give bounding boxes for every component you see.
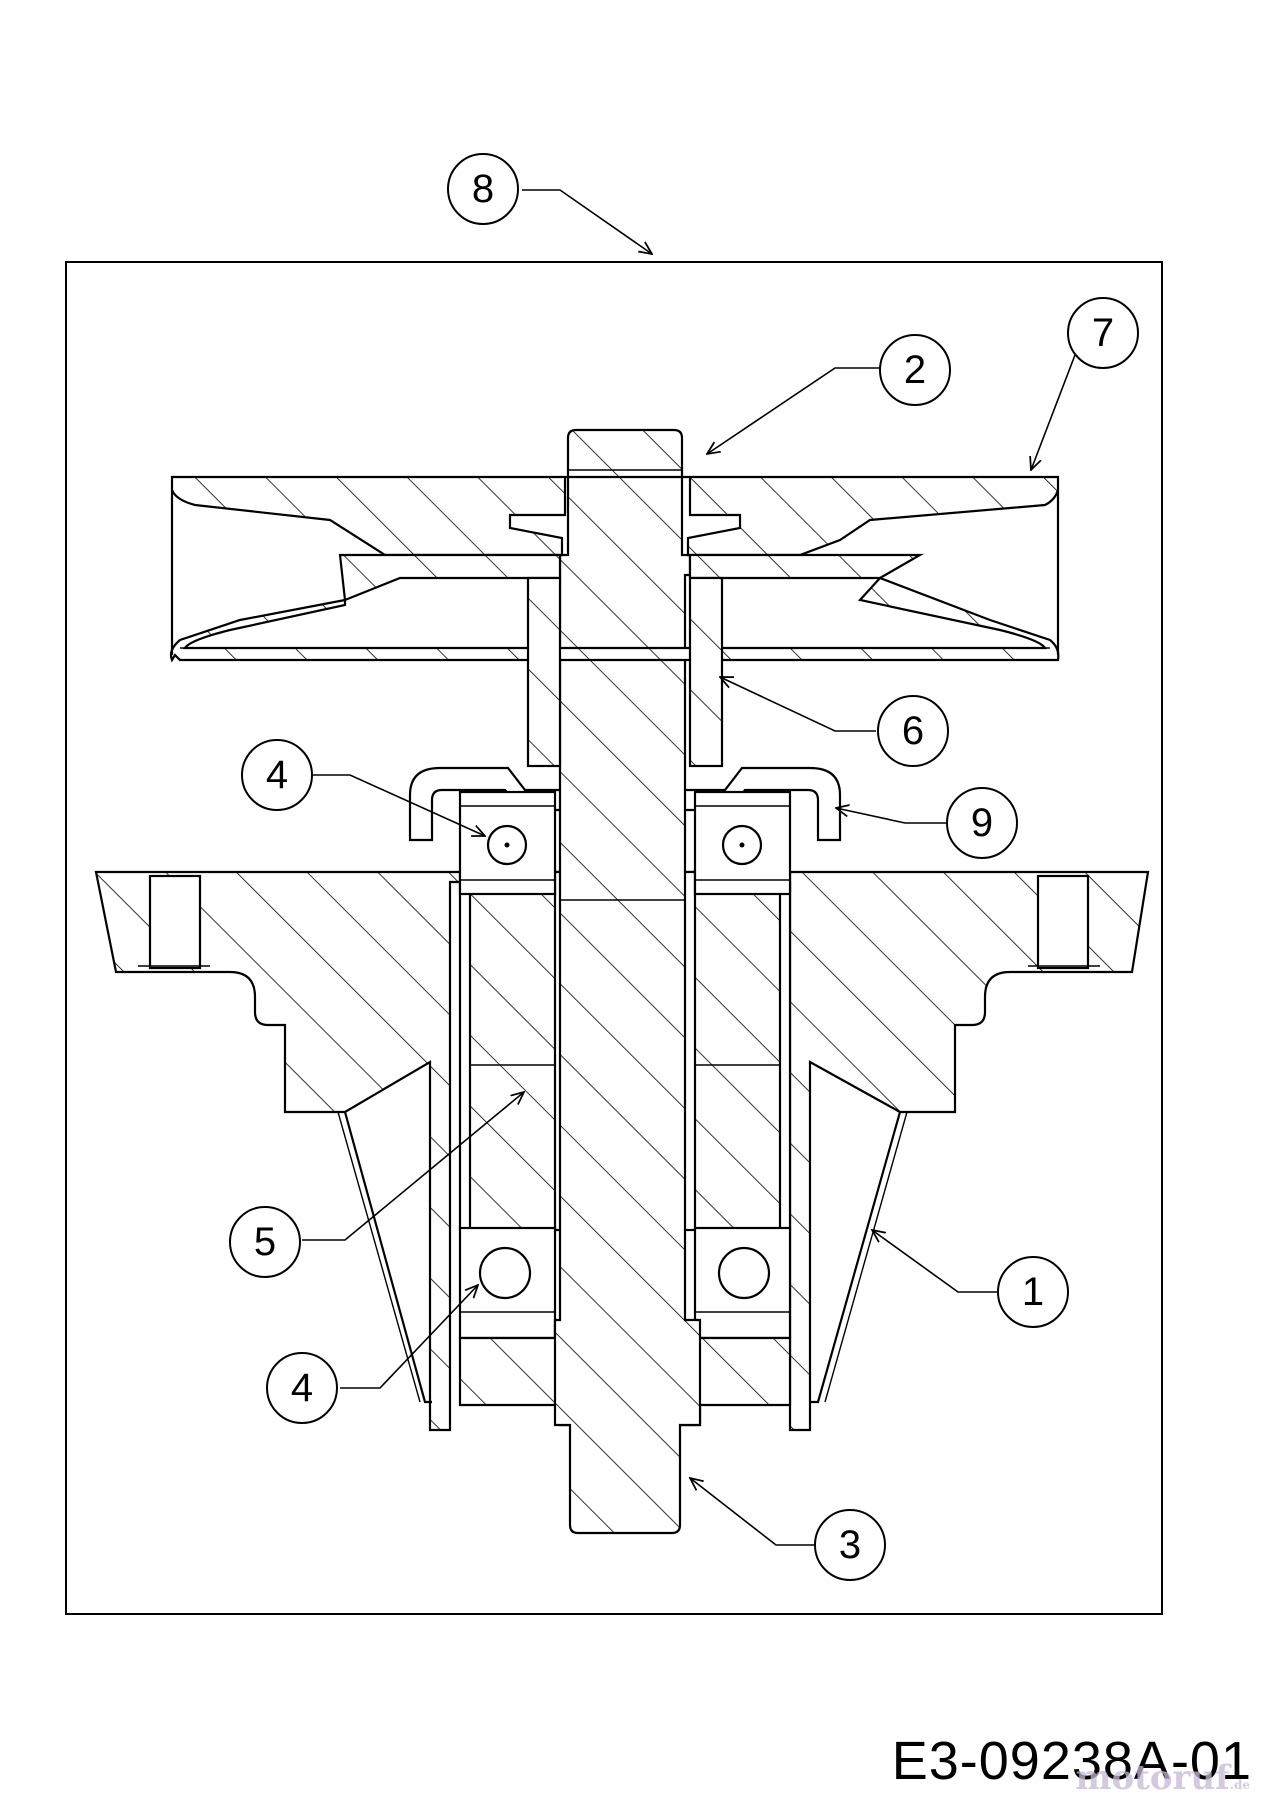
callout-7: 7 (1067, 297, 1139, 369)
housing-bolt-hole-left (148, 874, 202, 970)
leader-4-upper (310, 774, 485, 836)
upper-bearing-right (693, 790, 792, 896)
callout-6: 6 (877, 695, 949, 767)
leader-7 (1031, 354, 1076, 470)
svg-text:2: 2 (904, 348, 926, 392)
watermark-logo: motoruf.de (1076, 1758, 1251, 1798)
svg-text:1: 1 (1022, 1270, 1044, 1314)
callout-9: 9 (946, 787, 1018, 859)
svg-text:4: 4 (291, 1366, 313, 1410)
bearing-spacer-right (693, 868, 782, 1232)
svg-text:3: 3 (839, 1523, 861, 1567)
callout-2: 2 (879, 334, 951, 406)
svg-text:5: 5 (254, 1220, 276, 1264)
leader-6 (720, 677, 876, 732)
leader-3 (690, 1478, 816, 1546)
callout-8: 8 (447, 153, 519, 225)
leader-1 (872, 1230, 1000, 1293)
svg-text:9: 9 (971, 801, 993, 845)
leader-2 (707, 367, 880, 454)
watermark-brand: motoruf (1075, 1758, 1230, 1798)
pulley-sleeve-left (526, 576, 562, 768)
housing-cone-right (810, 1111, 902, 1404)
callout-5: 5 (229, 1206, 301, 1278)
spindle-shaft (553, 428, 702, 1535)
drawing-number: E3-09238A-01 (891, 1731, 1252, 1791)
leader-8 (522, 189, 652, 254)
assembly-frame (65, 261, 1163, 1615)
leader-9 (836, 808, 948, 824)
pulley-sleeve-right (688, 576, 724, 768)
leader-4-lower (340, 1285, 478, 1389)
callout-3: 3 (814, 1509, 886, 1581)
lower-bearing-ball-left (478, 1246, 532, 1300)
watermark-domain: .de (1229, 1778, 1250, 1792)
callout-1: 1 (997, 1256, 1069, 1328)
svg-text:4: 4 (266, 753, 288, 797)
housing-cone-left (343, 1111, 432, 1404)
leader-5 (302, 1092, 524, 1241)
svg-text:6: 6 (902, 709, 924, 753)
callout-4-upper: 4 (241, 739, 313, 811)
svg-text:7: 7 (1092, 311, 1114, 355)
callout-4-lower: 4 (266, 1352, 338, 1424)
svg-text:8: 8 (472, 167, 494, 211)
bearing-spacer-left (468, 868, 557, 1232)
housing-bolt-hole-right (1036, 874, 1090, 970)
pulley-upper-flange (170, 475, 1060, 557)
lower-bearing-ball-right (717, 1246, 771, 1300)
